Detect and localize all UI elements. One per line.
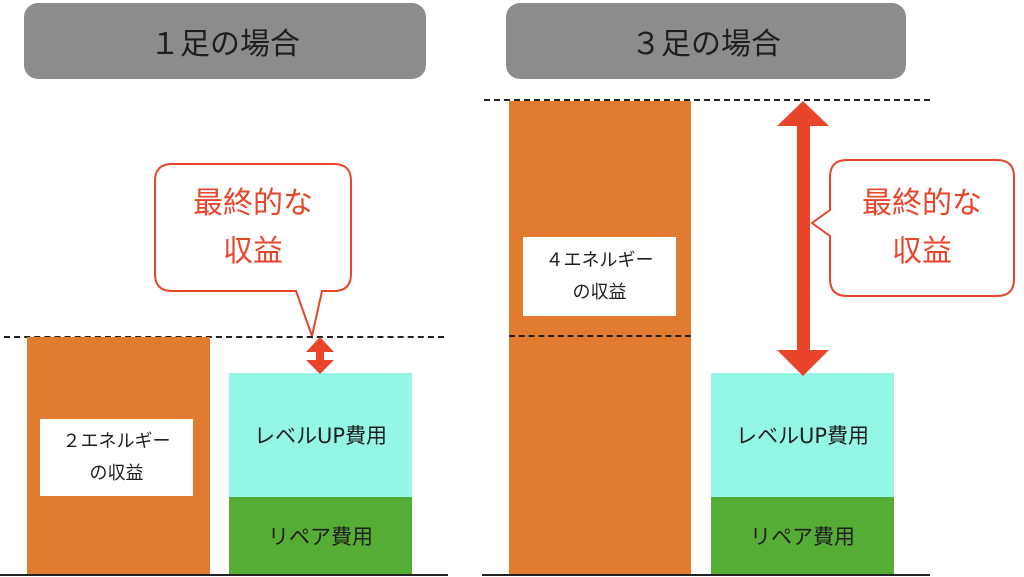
left-callout-text: 最終的な 収益 [155, 170, 351, 286]
right-revenue-label-line-2: の収益 [572, 281, 627, 303]
left-levelup-cost-label: レベルUP費用 [253, 424, 388, 448]
left-callout-line-1: 最終的な [193, 186, 313, 221]
right-callout-text: 最終的な 収益 [830, 170, 1014, 286]
right-baseline [482, 574, 930, 576]
right-callout-line-1: 最終的な [862, 186, 982, 221]
left-levelup-cost-bar: レベルUP費用 [229, 373, 412, 497]
left-baseline [0, 574, 448, 576]
left-revenue-label-line-1: ２エネルギー [62, 431, 171, 452]
left-repair-cost-bar: リペア費用 [229, 497, 412, 575]
left-panel-title: １足の場合 [150, 27, 300, 62]
right-revenue-bar [509, 101, 691, 575]
right-callout-line-2: 収益 [892, 234, 952, 269]
left-revenue-level-line [4, 336, 444, 338]
left-revenue-label-line-2: の収益 [89, 462, 144, 484]
right-revenue-label-line-1: ４エネルギー [545, 250, 654, 271]
right-panel-title: ３足の場合 [631, 27, 781, 62]
left-revenue-label: ２エネルギー の収益 [40, 419, 193, 496]
right-repair-cost-bar: リペア費用 [711, 497, 894, 575]
left-repair-cost-label: リペア費用 [268, 525, 373, 549]
right-levelup-cost-bar: レベルUP費用 [711, 373, 894, 497]
right-levelup-cost-label: レベルUP費用 [735, 424, 870, 448]
left-panel-header: １足の場合 [24, 3, 426, 79]
left-callout-line-2: 収益 [223, 234, 283, 269]
right-revenue-mid-line [509, 335, 691, 337]
right-revenue-label: ４エネルギー の収益 [523, 237, 676, 316]
right-panel-header: ３足の場合 [506, 3, 906, 79]
right-repair-cost-label: リペア費用 [750, 525, 855, 549]
right-revenue-top-line [484, 99, 930, 101]
